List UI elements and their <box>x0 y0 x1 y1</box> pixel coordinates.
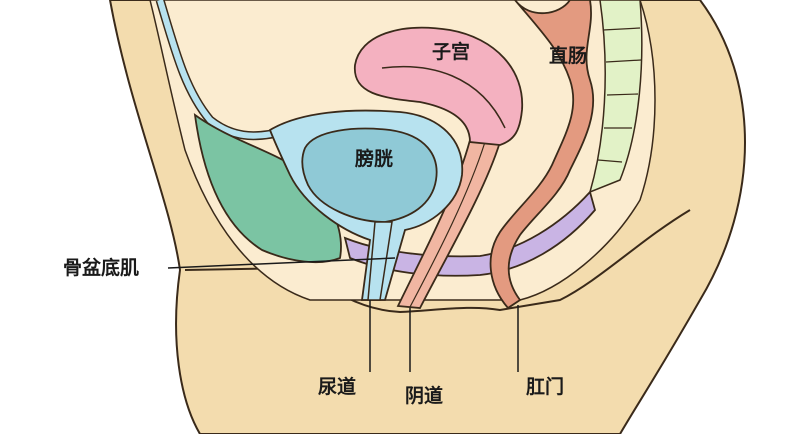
vagina-inner-line <box>409 141 486 308</box>
sacrum <box>588 0 643 194</box>
vertebra-line <box>606 93 639 96</box>
uterine-cavity-line <box>381 65 506 129</box>
bladder-inner <box>301 127 438 223</box>
urethra <box>367 221 393 301</box>
abdominal-wall-layer-fill <box>157 0 291 139</box>
vertebra-line <box>605 59 642 63</box>
uterus <box>354 26 523 146</box>
pubic-muscle <box>193 113 342 263</box>
label-rectum: 直肠 <box>549 44 587 67</box>
label-uterus: 子宫 <box>432 40 470 63</box>
label-urethra: 尿道 <box>318 375 356 398</box>
label-pelvic-floor: 骨盆底肌 <box>63 256 139 279</box>
label-bladder: 膀胱 <box>354 147 393 170</box>
label-anus: 肛门 <box>526 375 564 398</box>
pelvic-floor-leader <box>167 257 396 269</box>
vertebra-line <box>602 27 641 31</box>
vertebra-line <box>597 159 623 163</box>
rectum <box>489 0 595 310</box>
label-vagina: 阴道 <box>405 384 443 407</box>
